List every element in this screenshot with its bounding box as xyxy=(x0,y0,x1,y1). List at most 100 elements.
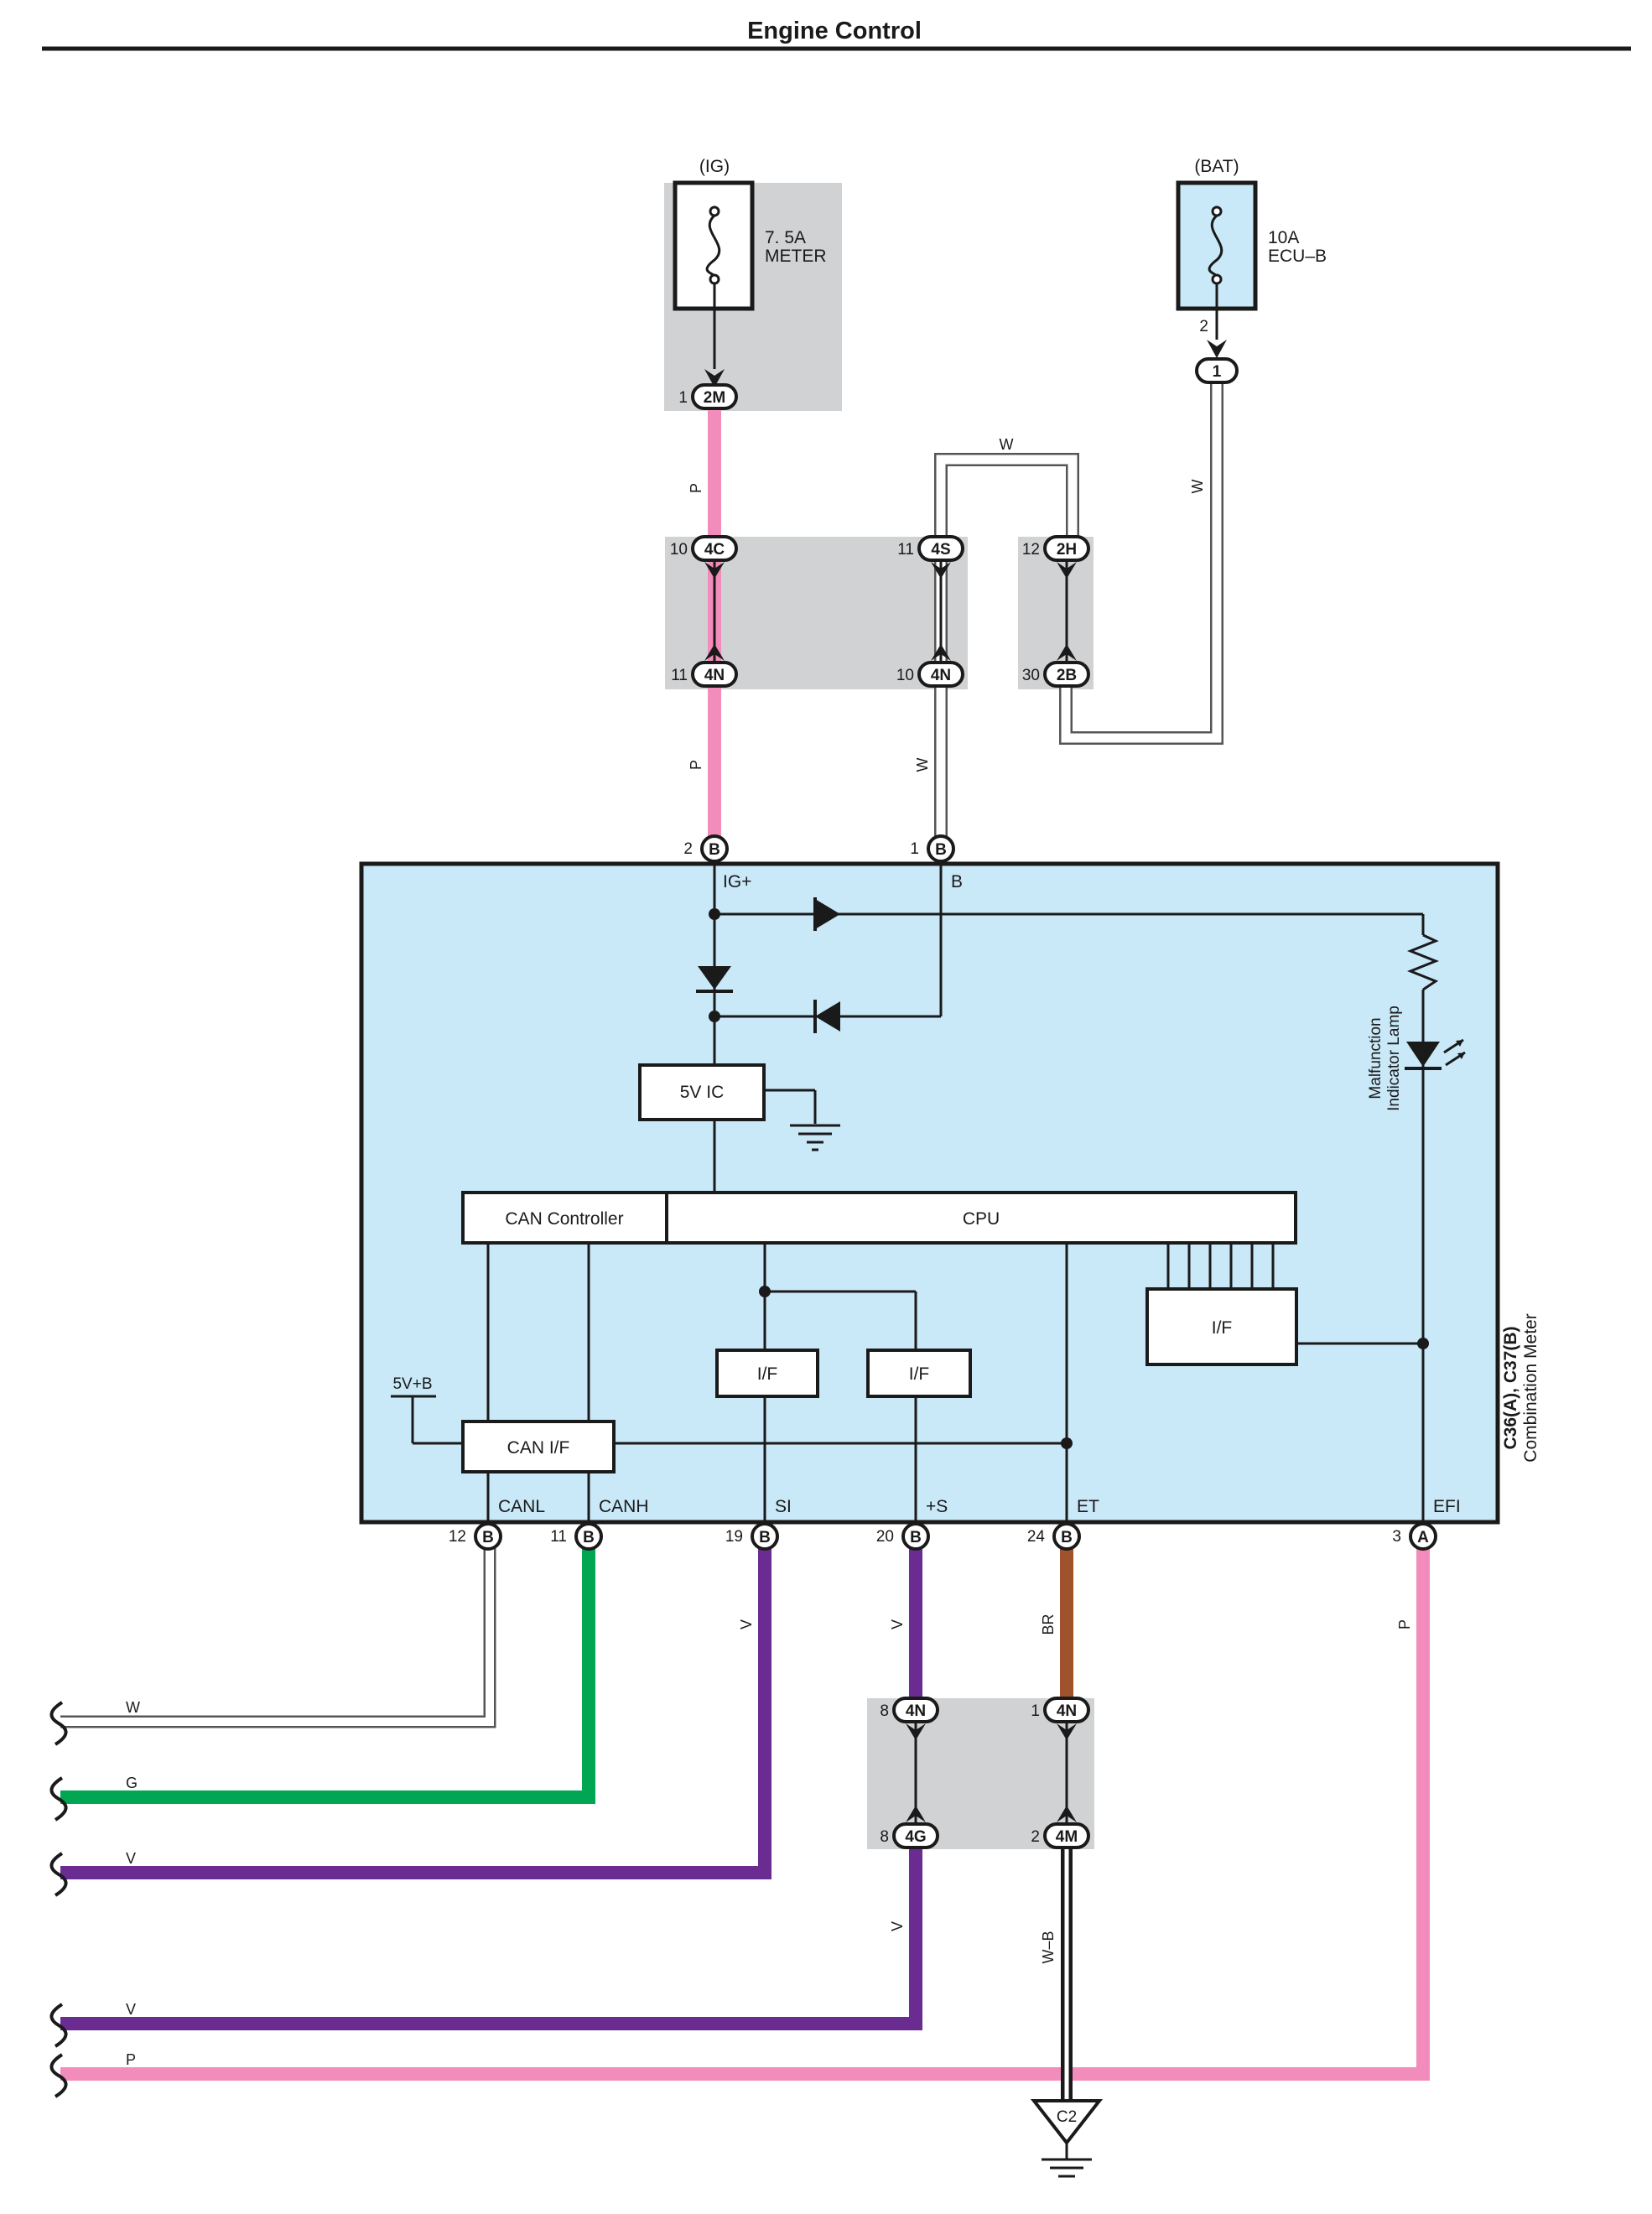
svg-text:ET: ET xyxy=(1077,1497,1099,1516)
ecu-pin-b: 1 B B xyxy=(910,834,963,891)
svg-text:3: 3 xyxy=(1392,1528,1401,1546)
svg-text:2M: 2M xyxy=(704,389,725,407)
svg-text:2: 2 xyxy=(683,840,693,858)
svg-text:20: 20 xyxy=(876,1528,894,1546)
fuse-ig-symbol xyxy=(705,205,721,369)
wire-label-br: BR xyxy=(1040,1614,1057,1635)
svg-text:12: 12 xyxy=(1022,541,1040,559)
label-5v-b: 5V+B xyxy=(392,1375,432,1393)
ecu-name-line1: C36(A), C37(B) xyxy=(1501,1326,1520,1449)
wire-violet-lower xyxy=(60,1845,922,2030)
left-wire-label-w: W xyxy=(126,1699,140,1716)
svg-text:10: 10 xyxy=(670,541,688,559)
fuse-ig-name: METER xyxy=(765,247,827,266)
block-if-s xyxy=(866,1349,972,1398)
wire-white-canl xyxy=(60,1535,496,1728)
connector-1 xyxy=(1195,357,1239,384)
svg-text:SI: SI xyxy=(775,1497,792,1516)
wire-label-w-bat: W xyxy=(1189,480,1206,494)
svg-text:1: 1 xyxy=(1031,1702,1040,1720)
svg-text:11: 11 xyxy=(550,1528,567,1546)
svg-text:B: B xyxy=(951,872,963,891)
fuse-bat-source: (BAT) xyxy=(1194,157,1239,176)
wire-label-w-b-ground: W–B xyxy=(1040,1931,1057,1963)
svg-text:8: 8 xyxy=(880,1702,889,1720)
block-5v-ic xyxy=(638,1063,766,1121)
wire-pink-efi xyxy=(60,1535,1430,2081)
ecu-pin-efi: EFI 3 A xyxy=(1392,1497,1461,1551)
wire-label-v-lower: V xyxy=(889,1921,906,1931)
wire-label-w-b: W xyxy=(914,758,931,772)
svg-text:4G: 4G xyxy=(905,1828,926,1846)
ecu-name-line2: Combination Meter xyxy=(1521,1313,1540,1462)
svg-text:2: 2 xyxy=(1031,1828,1040,1846)
svg-text:CANL: CANL xyxy=(498,1497,545,1516)
diode-ig-vertical xyxy=(696,966,733,993)
svg-text:CAN Controller: CAN Controller xyxy=(505,1209,623,1229)
junction-top-4c-4n: 10 4C 11 4N xyxy=(670,535,738,688)
diode-b-horizontal xyxy=(813,1000,840,1033)
svg-text:B: B xyxy=(1061,1529,1073,1546)
fuse-bat-pin-no: 2 xyxy=(1199,318,1208,335)
left-wire-label-p: P xyxy=(126,2051,136,2068)
svg-text:B: B xyxy=(709,841,720,859)
fuse-ig-source: (IG) xyxy=(699,157,730,176)
svg-text:B: B xyxy=(935,841,947,859)
block-can-if xyxy=(461,1420,616,1473)
svg-text:4M: 4M xyxy=(1056,1828,1078,1846)
block-cpu xyxy=(665,1191,1297,1245)
left-wire-label-g: G xyxy=(126,1775,138,1791)
svg-text:B: B xyxy=(583,1529,595,1546)
svg-text:B: B xyxy=(759,1529,771,1546)
ground-label: C2 xyxy=(1057,2108,1077,2126)
svg-text:EFI: EFI xyxy=(1433,1497,1461,1516)
svg-text:11: 11 xyxy=(671,667,688,684)
junction-top-4s-4n: 11 4S 10 4N xyxy=(896,535,964,688)
wire-label-p1: P xyxy=(688,483,704,493)
svg-text:4N: 4N xyxy=(1057,1702,1077,1720)
svg-text:2B: 2B xyxy=(1057,667,1077,684)
svg-text:5V IC: 5V IC xyxy=(680,1083,725,1102)
svg-text:1: 1 xyxy=(1213,363,1222,381)
block-if-si xyxy=(715,1349,819,1398)
svg-text:+S: +S xyxy=(926,1497,948,1516)
svg-text:4N: 4N xyxy=(704,667,725,684)
svg-text:19: 19 xyxy=(725,1528,743,1546)
ecu-pin-canl: CANL 12 B xyxy=(449,1497,545,1551)
svg-text:8: 8 xyxy=(880,1828,889,1846)
block-can-controller xyxy=(461,1191,668,1245)
svg-text:24: 24 xyxy=(1027,1528,1046,1546)
svg-text:4S: 4S xyxy=(931,541,950,559)
junction-bottom-4n-4m: 1 4N 2 4M xyxy=(1031,1697,1090,1849)
wire-label-v-si: V xyxy=(738,1619,755,1629)
internal-ground-icon xyxy=(790,1124,840,1151)
svg-text:4N: 4N xyxy=(906,1702,926,1720)
fuse-bat-name: ECU–B xyxy=(1268,247,1327,266)
svg-text:1: 1 xyxy=(910,840,919,858)
fuse-bat-symbol xyxy=(1208,205,1223,340)
wire-label-p2: P xyxy=(688,760,704,770)
svg-text:IG+: IG+ xyxy=(723,872,751,891)
resistor-mil xyxy=(1406,933,1440,991)
ecu-pin-et: ET 24 B xyxy=(1027,1497,1099,1551)
fuse-bat-rating: 10A xyxy=(1268,228,1299,247)
fuse-ig-arrow xyxy=(704,369,725,387)
ecu-pin-si: SI 19 B xyxy=(725,1497,792,1551)
svg-text:CAN I/F: CAN I/F xyxy=(507,1438,570,1458)
svg-text:12: 12 xyxy=(449,1528,466,1546)
left-wire-label-v2: V xyxy=(126,2001,136,2018)
wire-label-p-efi: P xyxy=(1396,1619,1413,1629)
left-wire-label-v1: V xyxy=(126,1850,136,1867)
wire-violet-si xyxy=(60,1535,771,1879)
svg-text:I/F: I/F xyxy=(909,1364,930,1384)
svg-text:11: 11 xyxy=(897,541,914,559)
fuse-ig-rating: 7. 5A xyxy=(765,228,806,247)
lamp-label-line1: Malfunction xyxy=(1367,1017,1384,1099)
svg-text:CANH: CANH xyxy=(599,1497,649,1516)
svg-text:I/F: I/F xyxy=(1212,1318,1233,1338)
svg-text:CPU: CPU xyxy=(963,1209,1000,1229)
led-malfunction-lamp xyxy=(1405,1038,1466,1070)
lamp-label-line2: Indicator Lamp xyxy=(1385,1006,1403,1111)
page-title: Engine Control xyxy=(747,18,922,44)
